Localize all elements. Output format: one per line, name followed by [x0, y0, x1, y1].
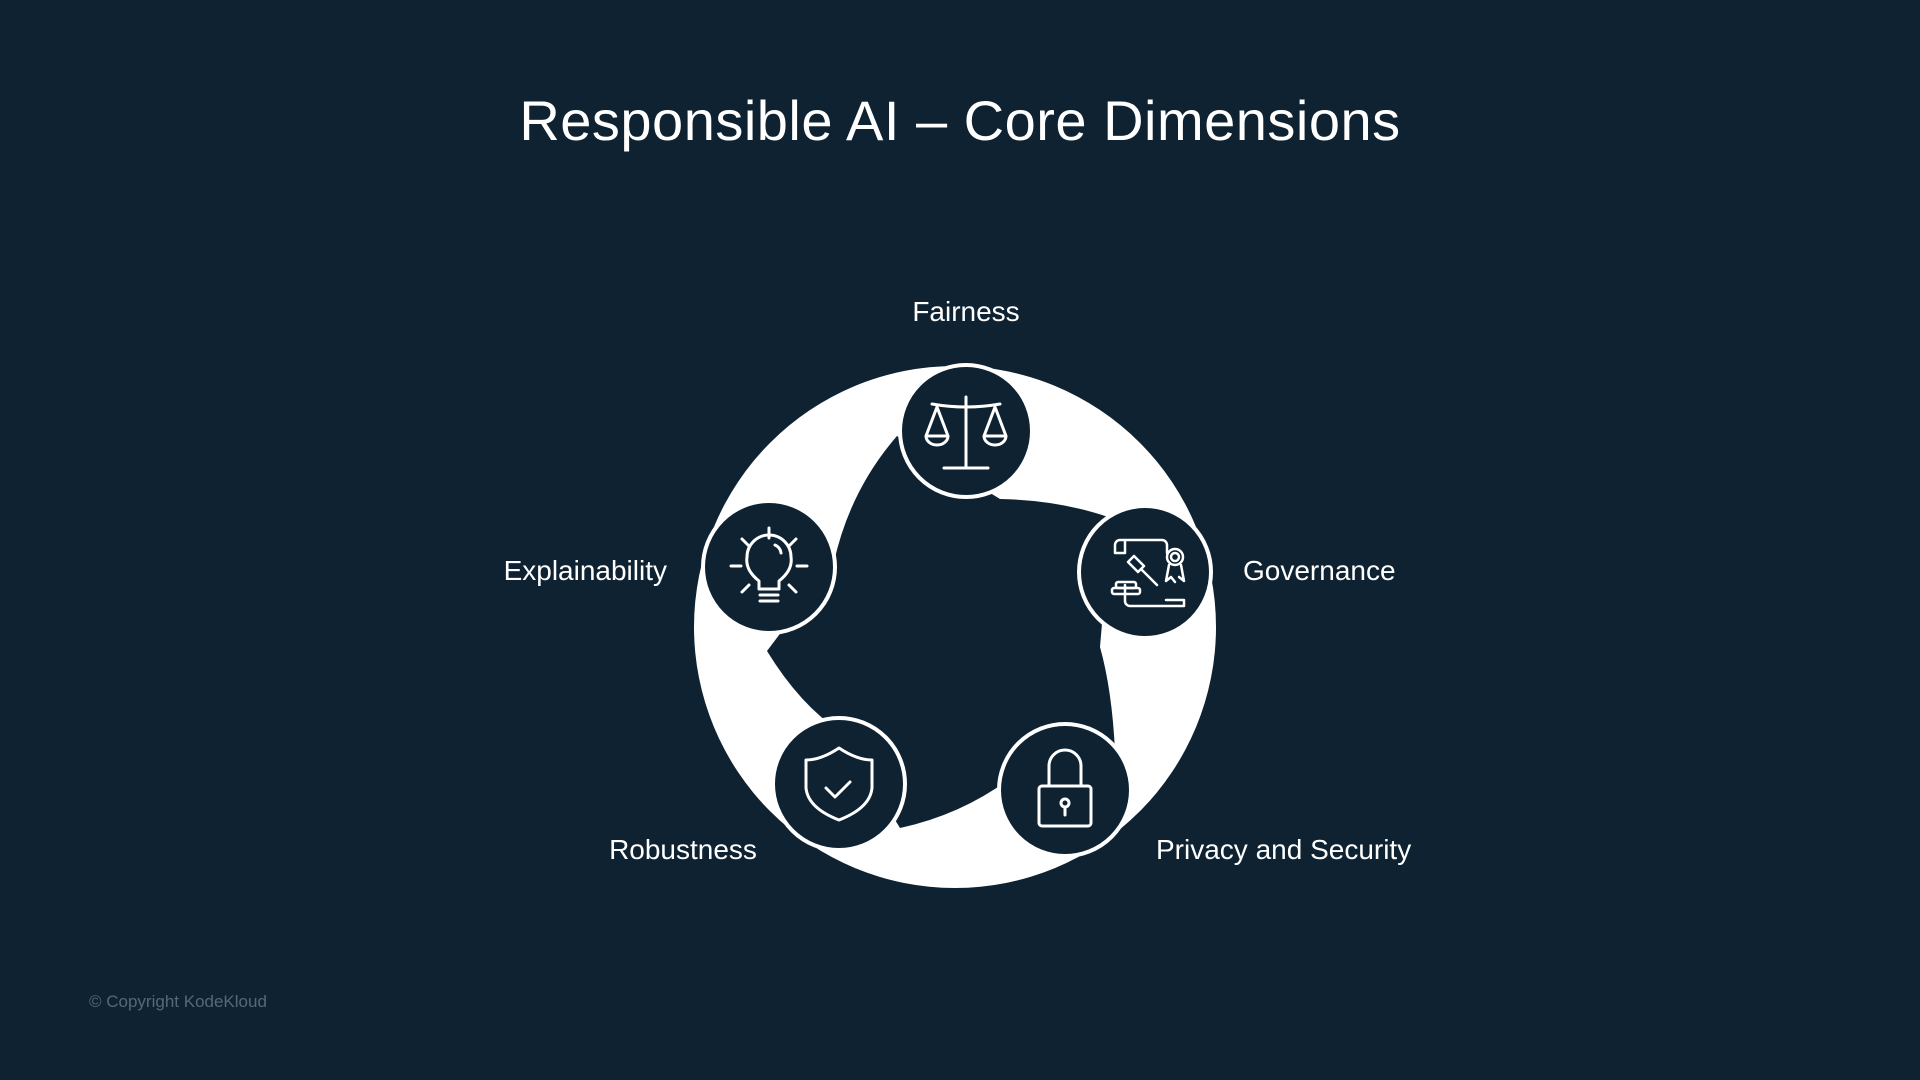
lightbulb-icon [729, 526, 809, 603]
robustness-node [771, 716, 907, 852]
scales-icon [924, 395, 1008, 470]
shield-check-icon [804, 746, 874, 822]
label-privacy-security: Privacy and Security [1156, 834, 1412, 865]
copyright-footer: © Copyright KodeKloud [89, 992, 267, 1011]
padlock-icon [1037, 748, 1093, 828]
label-robustness: Robustness [609, 834, 757, 865]
explainability-node [701, 499, 837, 635]
page-title: Responsible AI – Core Dimensions [519, 89, 1401, 152]
gavel-certificate-icon [1110, 538, 1186, 608]
privacy-node [997, 722, 1133, 858]
label-explainability: Explainability [503, 555, 667, 586]
label-governance: Governance [1243, 555, 1396, 586]
label-fairness: Fairness [912, 296, 1020, 327]
